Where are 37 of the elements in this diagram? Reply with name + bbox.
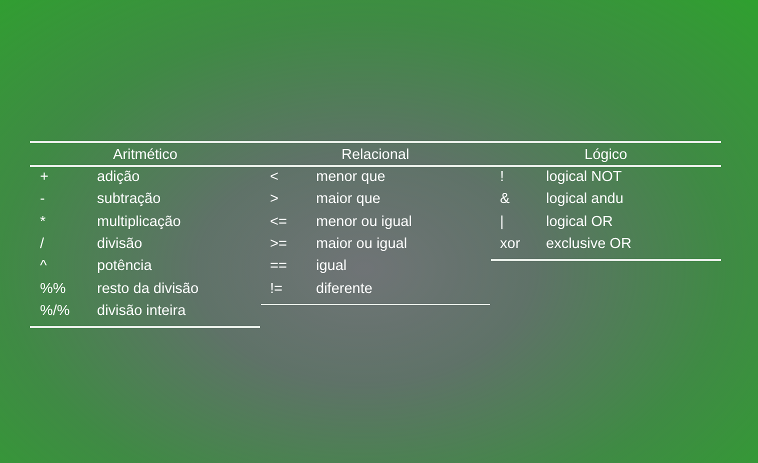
operator-description: divisão inteira — [97, 302, 186, 320]
operator-symbol: <= — [270, 212, 287, 231]
operator-symbol: < — [270, 168, 278, 186]
operator-description: logical NOT — [546, 168, 622, 186]
operator-symbol: xor — [500, 234, 520, 253]
operator-symbol: != — [270, 280, 282, 298]
operator-symbol: | — [500, 212, 504, 231]
operator-description: menor ou igual — [316, 212, 412, 231]
operator-symbol: / — [40, 234, 44, 253]
operator-symbol: ^ — [40, 257, 47, 276]
operator-symbol: >= — [270, 234, 287, 253]
operator-symbol: ! — [500, 168, 504, 186]
operator-description: maior ou igual — [316, 234, 408, 253]
operator-description: logical andu — [546, 190, 624, 208]
operator-symbol: == — [270, 257, 287, 276]
operator-description: logical OR — [546, 212, 613, 231]
operator-symbol: + — [40, 168, 48, 186]
operator-description: menor que — [316, 168, 386, 186]
operator-description: exclusive OR — [546, 234, 632, 253]
column-header: Aritmético — [113, 146, 178, 164]
operator-description: subtração — [97, 190, 161, 208]
operator-description: potência — [97, 257, 152, 276]
operator-description: divisão — [97, 234, 142, 253]
operator-description: resto da divisão — [97, 280, 199, 298]
operator-symbol: * — [40, 212, 46, 231]
operator-symbol: & — [500, 190, 510, 208]
operator-description: maior que — [316, 190, 380, 208]
operator-symbol: %% — [40, 280, 66, 298]
operator-description: adição — [97, 168, 140, 186]
operator-symbol: %/% — [40, 302, 70, 320]
column-header: Relacional — [342, 146, 410, 164]
operator-description: diferente — [316, 280, 372, 298]
operator-symbol: > — [270, 190, 278, 208]
operator-description: igual — [316, 257, 347, 276]
operator-description: multiplicação — [97, 212, 181, 231]
column-header: Lógico — [584, 146, 628, 164]
operator-symbol: - — [40, 190, 45, 208]
